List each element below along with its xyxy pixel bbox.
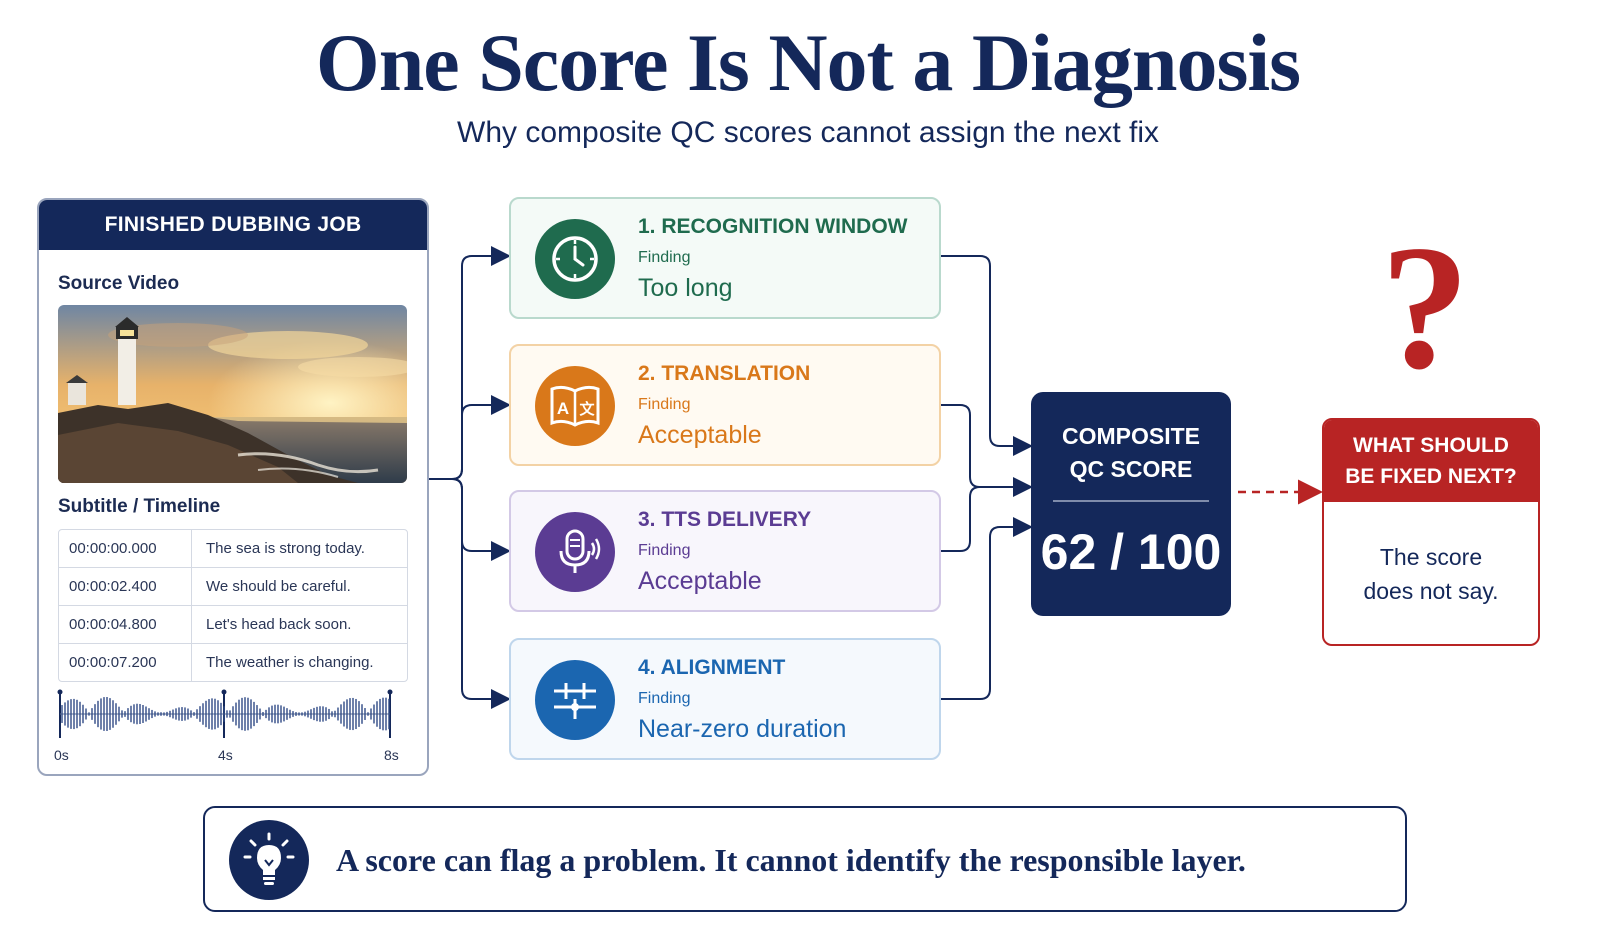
question-text-line2: does not say. [1363, 578, 1499, 604]
subtitle-timestamp: 00:00:04.800 [59, 606, 192, 643]
score-divider [1053, 500, 1209, 502]
next-fix-question-header: WHAT SHOULD BE FIXED NEXT? [1324, 420, 1538, 502]
source-video-thumbnail [58, 305, 407, 483]
question-header-line1: WHAT SHOULD [1353, 434, 1509, 457]
source-video-label: Source Video [58, 273, 180, 294]
finding-card-recognition-window: 1. RECOGNITION WINDOW Finding Too long [509, 197, 941, 319]
connector-job-to-recognition [429, 246, 511, 480]
subtitle-row: 00:00:02.400 We should be careful. [59, 568, 407, 606]
finding-label: Finding [638, 690, 691, 707]
timeline-tick-label: 8s [384, 747, 399, 763]
subtitle-row: 00:00:04.800 Let's head back soon. [59, 606, 407, 644]
connector-job-to-alignment [429, 478, 511, 709]
finding-value: Near-zero duration [638, 715, 847, 743]
page-subtitle: Why composite QC scores cannot assign th… [457, 116, 1159, 149]
composite-score-value: 62 / 100 [1040, 524, 1222, 580]
svg-text:文: 文 [579, 400, 595, 418]
score-label-line1: COMPOSITE [1061, 423, 1200, 449]
lightbulb-icon [229, 820, 309, 900]
finding-label: Finding [638, 542, 691, 559]
subtitle-text: The weather is changing. [206, 654, 374, 671]
timeline-tick-dot [387, 689, 393, 695]
timeline-tick-label: 0s [54, 747, 69, 763]
connector-tts-to-score [941, 486, 981, 552]
finding-title: 3. TTS DELIVERY [638, 508, 812, 531]
finding-value: Too long [638, 274, 733, 302]
finding-value: Acceptable [638, 567, 762, 595]
subtitle-text: The sea is strong today. [206, 540, 365, 557]
dubbing-job-header: FINISHED DUBBING JOB [39, 200, 427, 250]
takeaway-text: A score can flag a problem. It cannot id… [336, 842, 1246, 878]
subtitle-table: 00:00:00.000 The sea is strong today. 00… [58, 529, 408, 682]
svg-text:A: A [557, 399, 569, 418]
subtitle-timestamp: 00:00:02.400 [59, 568, 192, 605]
connector-alignment-to-score [941, 517, 1033, 700]
timeline-tick-label: 4s [218, 747, 233, 763]
finding-title: 2. TRANSLATION [638, 362, 811, 385]
finding-card-tts-delivery: 3. TTS DELIVERY Finding Acceptable [509, 490, 941, 612]
question-text-line1: The score [1379, 544, 1483, 570]
next-fix-question-box: WHAT SHOULD BE FIXED NEXT? The score doe… [1322, 418, 1540, 646]
finding-title: 4. ALIGNMENT [638, 656, 786, 679]
subtitle-text: Let's head back soon. [206, 616, 352, 633]
lighthouse-sunset-image [58, 305, 407, 483]
composite-score-box: COMPOSITE QC SCORE 62 / 100 [1031, 392, 1231, 616]
takeaway-banner: A score can flag a problem. It cannot id… [203, 806, 1407, 912]
finding-label: Finding [638, 396, 691, 413]
question-header-line2: BE FIXED NEXT? [1345, 465, 1517, 488]
page-title: One Score Is Not a Diagnosis [315, 17, 1301, 108]
finding-title: 1. RECOGNITION WINDOW [638, 215, 908, 238]
subtitle-row: 00:00:00.000 The sea is strong today. [59, 530, 407, 568]
finding-label: Finding [638, 249, 691, 266]
question-answer-text: The score does not say. [1324, 540, 1538, 608]
subtitle-text: We should be careful. [206, 578, 351, 595]
finding-card-alignment: 4. ALIGNMENT Finding Near-zero duration [509, 638, 941, 760]
alignment-icon [535, 660, 615, 740]
timeline-tick-dot [57, 689, 63, 695]
subtitle-timestamp: 00:00:00.000 [59, 530, 192, 567]
connector-translation-to-score [941, 404, 1033, 497]
finding-value: Acceptable [638, 421, 762, 449]
connector-recognition-to-score [941, 255, 1033, 456]
subtitle-timestamp: 00:00:07.200 [59, 644, 192, 681]
subtitle-timeline-label: Subtitle / Timeline [58, 496, 221, 517]
translate-book-icon: A 文 [535, 366, 615, 446]
clock-icon [535, 219, 615, 299]
finding-card-translation: A 文 2. TRANSLATION Finding Acceptable [509, 344, 941, 466]
connector-job-to-tts [429, 478, 511, 561]
score-label-line2: QC SCORE [1069, 456, 1193, 482]
question-mark: ? [1380, 208, 1470, 406]
timeline-tick-dot [221, 689, 227, 695]
audio-waveform [57, 689, 393, 738]
microphone-icon [535, 512, 615, 592]
composite-score-label: COMPOSITE QC SCORE [1031, 420, 1231, 486]
dubbing-job-panel: FINISHED DUBBING JOB Source Video [37, 198, 429, 776]
connector-job-to-translation [429, 395, 511, 480]
subtitle-row: 00:00:07.200 The weather is changing. [59, 644, 407, 681]
